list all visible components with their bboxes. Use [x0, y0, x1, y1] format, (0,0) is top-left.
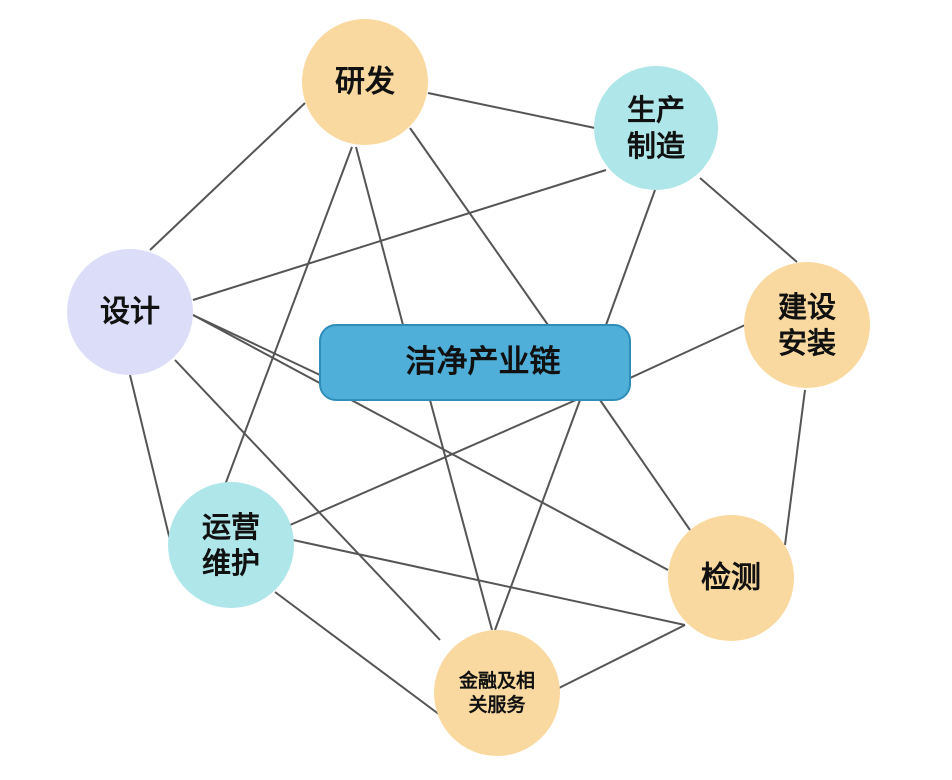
node-jinrong-circle	[434, 630, 560, 756]
node-shengchan-circle	[594, 66, 718, 190]
node-yunying-label-1: 维护	[202, 546, 260, 580]
node-jiance-circle	[668, 515, 794, 641]
node-jiance: 检测	[668, 515, 794, 641]
edge-yanfa-shengchan	[427, 92, 596, 129]
edge-shengchan-sheji	[192, 169, 607, 301]
center-node-label: 洁净产业链	[406, 344, 561, 380]
connection-lines	[129, 92, 806, 716]
edge-jianshe-jiance	[784, 389, 806, 546]
edge-center-jiance	[599, 399, 691, 531]
edge-jinrong-jiance	[554, 624, 686, 691]
edge-yanfa-sheji	[149, 102, 306, 251]
node-yunying-circle	[168, 482, 294, 608]
edge-yanfa-jiance	[409, 127, 549, 326]
node-sheji-label-0: 设计	[100, 295, 160, 330]
node-sheji: 设计	[67, 249, 193, 375]
edge-center-yunying	[289, 399, 577, 526]
edge-sheji-jiance	[192, 314, 669, 571]
edge-jianshe-center	[629, 324, 746, 379]
edge-center-jinrong	[429, 399, 493, 631]
node-yanfa: 研发	[302, 19, 428, 145]
edge-sheji-center	[192, 314, 321, 376]
edge-yanfa-center	[355, 146, 404, 326]
edge-sheji-jinrong	[174, 359, 441, 641]
edge-yunying-jiance	[292, 539, 686, 626]
node-shengchan-label-0: 生产	[627, 93, 685, 127]
edge-shengchan-jianshe	[699, 177, 798, 263]
node-jianshe-circle	[744, 262, 870, 388]
node-jianshe-label-0: 建设	[778, 290, 836, 324]
edge-yunying-jinrong	[274, 591, 441, 716]
center-node: 洁净产业链	[319, 324, 631, 401]
node-jinrong-label-0: 金融及相	[458, 669, 535, 692]
node-sheji-circle	[67, 249, 193, 375]
edge-center-jinrong2	[494, 399, 581, 631]
edge-sheji-yunying	[129, 374, 171, 541]
node-jianshe-label-1: 安装	[778, 326, 836, 360]
edge-yanfa-yunying	[224, 146, 353, 486]
node-jinrong-label-1: 关服务	[468, 693, 526, 716]
node-yunying-label-0: 运营	[202, 510, 260, 544]
center-node-box	[319, 324, 631, 401]
node-shengchan-label-1: 制造	[627, 129, 685, 163]
node-yanfa-circle	[302, 19, 428, 145]
edge-shengchan-center	[605, 189, 656, 326]
node-yanfa-label-0: 研发	[335, 65, 395, 100]
node-jiance-label-0: 检测	[701, 561, 761, 596]
